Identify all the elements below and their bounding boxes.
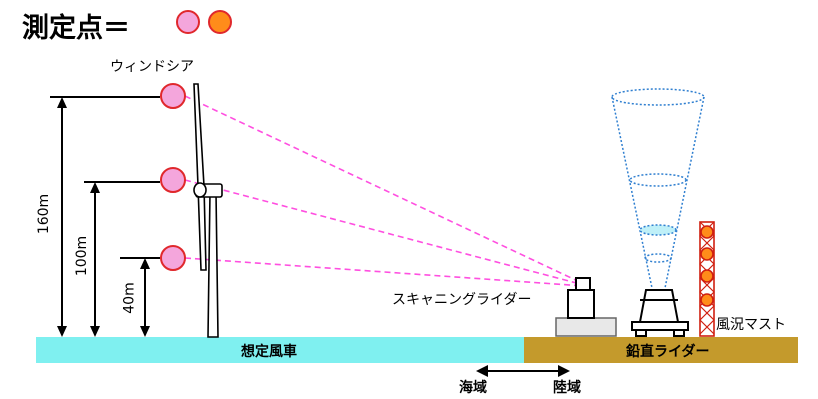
land-area-label: 陸域 xyxy=(553,380,581,396)
land-ground-label: 鉛直ライダー xyxy=(626,344,710,360)
wind-mast xyxy=(699,221,715,337)
measurement-point-100m xyxy=(160,167,186,193)
boundary-arrow xyxy=(476,365,570,377)
turbine-tower xyxy=(207,191,219,338)
legend-marker-pink xyxy=(176,10,200,34)
sea-ground-strip xyxy=(36,337,524,363)
legend-marker-orange xyxy=(208,10,232,34)
turbine-blades xyxy=(193,83,207,271)
scanning-lidar xyxy=(555,277,617,337)
height-label-100m: 100m xyxy=(74,235,91,277)
height-dimensions xyxy=(50,96,160,335)
mast-sensor xyxy=(700,293,714,307)
turbine-hub xyxy=(193,182,207,198)
mast-sensor xyxy=(700,247,714,261)
scanning-lidar-label: スキャニングライダー xyxy=(392,292,532,308)
legend-title: 測定点＝ xyxy=(22,13,130,44)
scanning-lidar-head xyxy=(575,277,591,291)
scanning-lidar-body xyxy=(567,289,595,319)
height-label-40m: 40m xyxy=(121,282,138,314)
wind-mast-lattice xyxy=(699,221,715,335)
measurement-point-160m xyxy=(160,83,186,109)
wind-mast-frame xyxy=(699,221,715,337)
mast-sensor xyxy=(700,225,714,239)
land-ground-strip xyxy=(524,337,798,363)
wind-mast-label: 風況マスト xyxy=(716,317,786,333)
height-arrowheads xyxy=(57,97,150,337)
measurement-point-40m xyxy=(160,245,186,271)
vertical-lidar xyxy=(631,289,689,337)
height-label-160m: 160m xyxy=(36,193,53,235)
scanning-lidar-base xyxy=(555,317,617,337)
lidar-beams xyxy=(184,95,585,287)
sea-ground-label: 想定風車 xyxy=(241,344,297,360)
mast-sensor xyxy=(700,269,714,283)
wind-shear-label: ウィンドシア xyxy=(110,59,194,75)
vertical-lidar-cone xyxy=(611,88,705,289)
sea-area-label: 海域 xyxy=(459,380,487,396)
wind-turbine xyxy=(193,83,223,338)
